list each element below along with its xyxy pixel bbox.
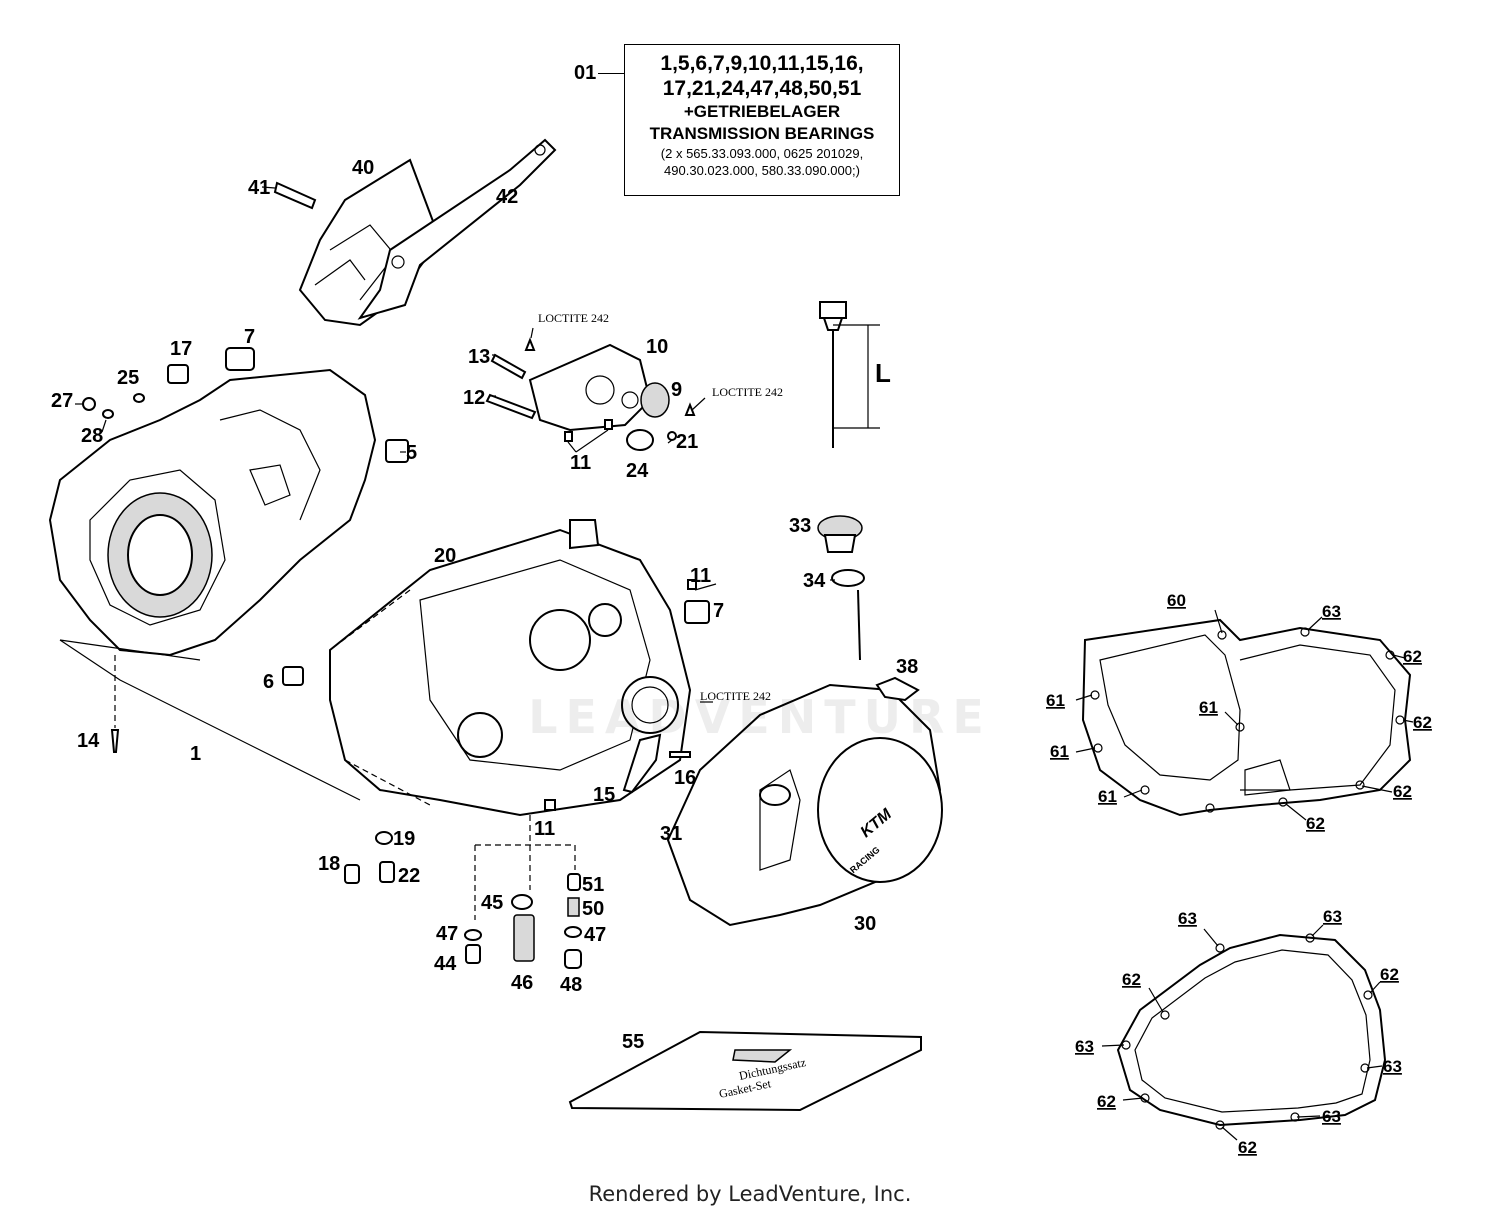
gasket-callout-63d: 63 xyxy=(1075,1037,1094,1056)
callout-55: 55 xyxy=(622,1031,644,1053)
callout-47b: 47 xyxy=(584,924,606,946)
callout-48: 48 xyxy=(560,974,582,996)
kit-english-label: TRANSMISSION BEARINGS xyxy=(649,124,875,143)
callout-labels: 40 41 42 17 7 25 27 28 5 13 12 10 9 21 1… xyxy=(51,157,918,1053)
kit-part-numbers-2: 490.30.023.000, 580.33.090.000;) xyxy=(664,163,860,178)
kit-german-label: +GETRIEBELAGER xyxy=(683,102,841,121)
callout-47a: 47 xyxy=(436,923,458,945)
gasket-callout-63c: 63 xyxy=(1323,907,1342,926)
right-crankcase xyxy=(329,519,692,817)
callout-13: 13 xyxy=(468,346,490,368)
drain-plug-group xyxy=(464,815,582,969)
gasket-callout-61a: 61 xyxy=(1046,691,1065,710)
callout-9: 9 xyxy=(671,379,682,401)
callout-11c: 11 xyxy=(534,818,555,840)
callout-7a: 7 xyxy=(244,326,255,348)
callout-11b: 11 xyxy=(690,565,711,587)
gasket-callout-62e: 62 xyxy=(1380,965,1399,984)
kit-parts-line-2: 17,21,24,47,48,50,51 xyxy=(662,77,862,100)
left-crankcase xyxy=(48,368,377,801)
kit-reference-number: 01 xyxy=(574,62,597,84)
gasket-callout-labels: 60 63 62 61 61 62 61 61 62 62 63 63 62 6… xyxy=(1046,591,1432,1157)
callout-11a: 11 xyxy=(570,452,591,474)
callout-17: 17 xyxy=(170,338,192,360)
callout-34: 34 xyxy=(803,570,826,592)
gasket-callout-62a: 62 xyxy=(1403,647,1422,666)
callout-40: 40 xyxy=(352,157,374,179)
clutch-cover-gasket xyxy=(1116,933,1387,1130)
kit-reference-leader xyxy=(598,73,624,74)
leader-lines xyxy=(75,186,1414,1141)
gasket-set-manual: Dichtungssatz Gasket-Set xyxy=(568,1030,922,1112)
gasket-callout-61d: 61 xyxy=(1098,787,1117,806)
callout-28: 28 xyxy=(81,425,103,447)
callout-44: 44 xyxy=(434,953,457,975)
footer-credit: Rendered by LeadVenture, Inc. xyxy=(588,1182,912,1206)
callout-24: 24 xyxy=(626,460,649,482)
gasket-callout-60: 60 xyxy=(1167,591,1186,610)
callout-45: 45 xyxy=(481,892,503,914)
crankcase-gasket xyxy=(1081,618,1412,817)
callout-19: 19 xyxy=(393,828,415,850)
gasket-callout-62g: 62 xyxy=(1097,1092,1116,1111)
callout-22: 22 xyxy=(398,865,420,887)
kit-parts-line-1: 1,5,6,7,9,10,11,15,16, xyxy=(660,52,864,75)
oil-dipstick xyxy=(819,301,880,448)
gasket-callout-63a: 63 xyxy=(1322,602,1341,621)
callout-41: 41 xyxy=(248,177,270,199)
gasket-callout-61b: 61 xyxy=(1199,698,1218,717)
gasket-callout-63f: 63 xyxy=(1322,1107,1341,1126)
callout-46: 46 xyxy=(511,972,533,994)
watermark: LEADVENTURE xyxy=(528,690,992,744)
clutch-cover: KTM RACING xyxy=(666,676,943,927)
callout-7b: 7 xyxy=(713,600,724,622)
loctite-note-1: LOCTITE 242 xyxy=(538,311,609,325)
oil-filler-plug xyxy=(817,515,865,661)
callout-51: 51 xyxy=(582,874,604,896)
callout-12: 12 xyxy=(463,387,485,409)
callout-50: 50 xyxy=(582,898,604,920)
gasket-callout-63e: 63 xyxy=(1383,1057,1402,1076)
callout-31: 31 xyxy=(660,823,682,845)
callout-30: 30 xyxy=(854,913,876,935)
callout-25: 25 xyxy=(117,367,139,389)
kit-info-box: 1,5,6,7,9,10,11,15,16, 17,21,24,47,48,50… xyxy=(624,44,900,196)
chain-guard-assembly xyxy=(273,138,557,327)
small-parts-left xyxy=(82,347,710,884)
bearing-carrier xyxy=(485,337,696,451)
loctite-note-3: LOCTITE 242 xyxy=(700,689,771,703)
callout-18: 18 xyxy=(318,853,340,875)
gasket-callout-62c: 62 xyxy=(1393,782,1412,801)
callout-38: 38 xyxy=(896,656,918,678)
loctite-note-2: LOCTITE 242 xyxy=(712,385,783,399)
callout-33: 33 xyxy=(789,515,811,537)
gasket-callout-62d: 62 xyxy=(1306,814,1325,833)
callout-16: 16 xyxy=(674,767,696,789)
callout-20: 20 xyxy=(434,545,456,567)
callout-15: 15 xyxy=(593,784,615,806)
callout-21: 21 xyxy=(676,431,698,453)
callout-1: 1 xyxy=(190,743,201,765)
callout-10: 10 xyxy=(646,336,668,358)
callout-14: 14 xyxy=(77,730,100,752)
gasket-callout-61c: 61 xyxy=(1050,742,1069,761)
dimension-label: L xyxy=(875,358,891,388)
kit-part-numbers-1: (2 x 565.33.093.000, 0625 201029, xyxy=(660,146,864,161)
gasket-callout-62h: 62 xyxy=(1238,1138,1257,1157)
callout-6: 6 xyxy=(263,671,274,693)
callout-5: 5 xyxy=(406,442,417,464)
gasket-callout-62b: 62 xyxy=(1413,713,1432,732)
gasket-callout-62f: 62 xyxy=(1122,970,1141,989)
callout-27: 27 xyxy=(51,390,73,412)
callout-42: 42 xyxy=(496,186,518,208)
gasket-callout-63b: 63 xyxy=(1178,909,1197,928)
